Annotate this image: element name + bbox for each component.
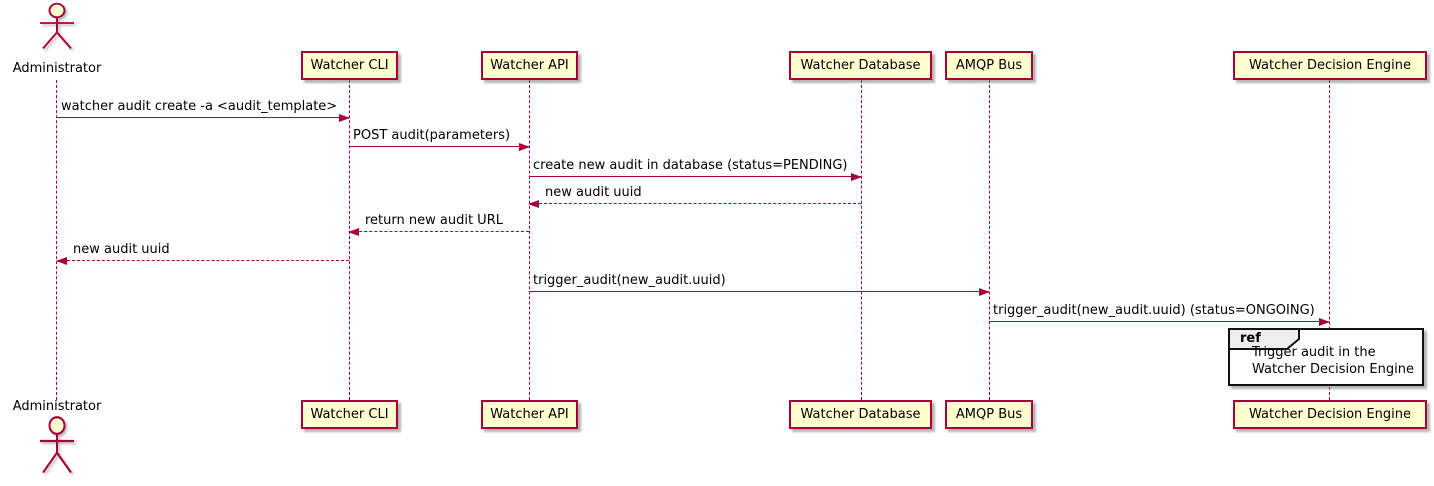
participant-amqp-bus-bottom: AMQP Bus xyxy=(945,400,1033,429)
message-label: watcher audit create -a <audit_template> xyxy=(61,99,338,114)
ref-tab-icon xyxy=(1228,328,1300,350)
actor-stick-figure-icon xyxy=(40,2,74,49)
arrowhead-right-icon xyxy=(339,114,350,122)
ref-fragment: ref Trigger audit in the Watcher Decisio… xyxy=(1228,328,1424,386)
actor-label-top: Administrator xyxy=(12,61,102,76)
message-label: trigger_audit(new_audit.uuid) (status=ON… xyxy=(993,303,1315,318)
message-post-audit: POST audit(parameters) xyxy=(349,126,530,151)
lifeline-watcher-cli xyxy=(349,80,350,400)
participant-watcher-database-bottom: Watcher Database xyxy=(789,400,932,429)
message-create-audit-db: create new audit in database (status=PEN… xyxy=(529,156,862,181)
actor-label-bottom: Administrator xyxy=(12,399,102,414)
message-label: trigger_audit(new_audit.uuid) xyxy=(533,273,726,288)
message-new-audit-uuid-db: new audit uuid xyxy=(528,183,861,208)
message-return-audit-url: return new audit URL xyxy=(348,211,529,236)
message-label: new audit uuid xyxy=(73,242,170,257)
participant-watcher-cli-top: Watcher CLI xyxy=(301,51,398,80)
message-new-audit-uuid-admin: new audit uuid xyxy=(56,240,349,265)
ref-text: Trigger audit in the Watcher Decision En… xyxy=(1252,344,1414,378)
participant-watcher-decision-engine-top: Watcher Decision Engine xyxy=(1233,51,1427,80)
arrowhead-left-icon xyxy=(348,228,359,236)
message-label: POST audit(parameters) xyxy=(353,128,511,143)
arrowhead-right-icon xyxy=(851,173,862,181)
participant-amqp-bus-top: AMQP Bus xyxy=(945,51,1033,80)
arrowhead-right-icon xyxy=(1319,318,1330,326)
participant-watcher-database-top: Watcher Database xyxy=(789,51,932,80)
arrowhead-left-icon xyxy=(528,200,539,208)
lifeline-administrator xyxy=(56,80,57,400)
arrowhead-left-icon xyxy=(56,257,67,265)
lifeline-amqp-bus xyxy=(989,80,990,400)
participant-watcher-cli-bottom: Watcher CLI xyxy=(301,400,398,429)
ref-tab-label: ref xyxy=(1240,331,1261,346)
message-label: create new audit in database (status=PEN… xyxy=(533,158,848,173)
message-label: new audit uuid xyxy=(545,185,642,200)
ref-text-line: Trigger audit in the xyxy=(1252,345,1376,360)
lifeline-watcher-api xyxy=(529,80,530,400)
actor-stick-figure-icon xyxy=(40,416,74,474)
message-trigger-audit: trigger_audit(new_audit.uuid) xyxy=(529,271,990,296)
ref-text-line: Watcher Decision Engine xyxy=(1252,362,1414,377)
lifeline-watcher-decision-engine xyxy=(1329,80,1330,400)
arrowhead-right-icon xyxy=(979,288,990,296)
participant-watcher-api-top: Watcher API xyxy=(481,51,578,80)
message-label: return new audit URL xyxy=(365,213,503,228)
lifeline-watcher-database xyxy=(861,80,862,400)
arrowhead-right-icon xyxy=(519,143,530,151)
message-audit-create: watcher audit create -a <audit_template> xyxy=(57,97,350,122)
participant-watcher-api-bottom: Watcher API xyxy=(481,400,578,429)
message-trigger-audit-ongoing: trigger_audit(new_audit.uuid) (status=ON… xyxy=(989,301,1330,326)
participant-watcher-decision-engine-bottom: Watcher Decision Engine xyxy=(1233,400,1427,429)
